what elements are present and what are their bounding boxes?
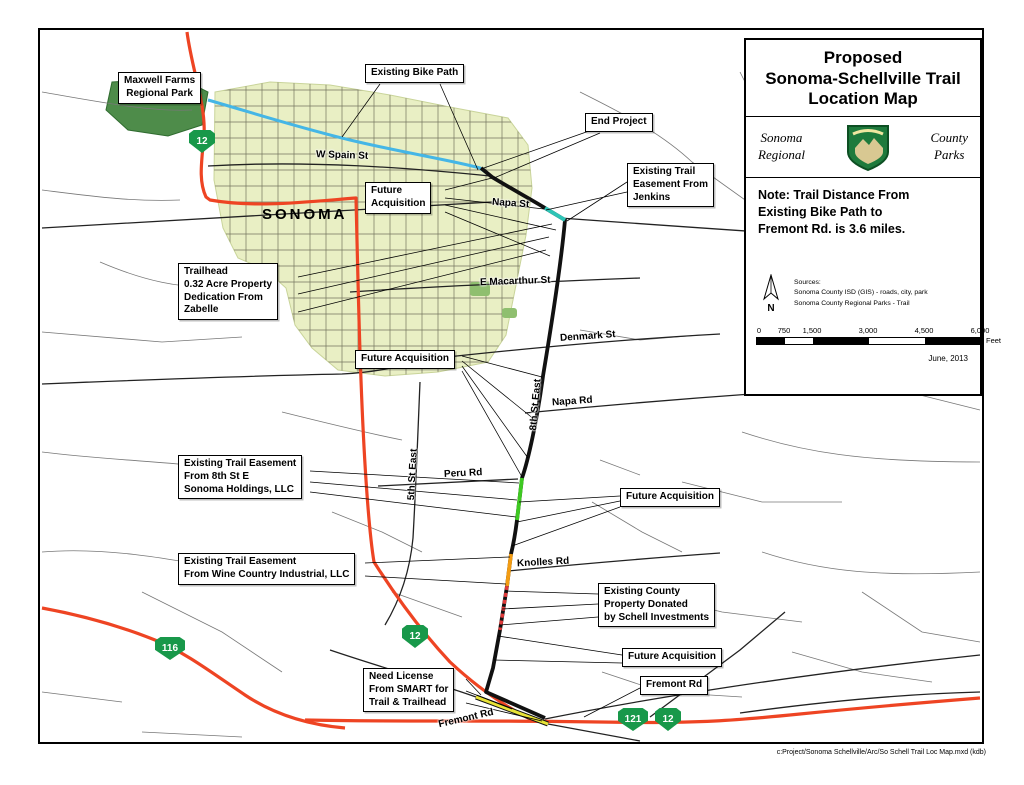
callout-fremont-rd: Fremont Rd <box>640 676 709 695</box>
scale-tick-3: 3,000 <box>858 325 878 335</box>
trail-line <box>479 166 567 720</box>
panel-divider-1 <box>746 116 980 118</box>
city-label-sonoma: SONOMA <box>262 206 348 223</box>
callout-future-acquisition-3: Future Acquisition <box>620 488 720 507</box>
sources-text: Sources: Sonoma County ISD (GIS) - roads… <box>794 278 928 307</box>
scale-tick-2: 1,500 <box>802 325 822 335</box>
callout-8th-st-easement: Existing Trail Easement From 8th St E So… <box>178 455 303 500</box>
distance-note: Note: Trail Distance From Existing Bike … <box>758 188 910 236</box>
sources-row: N Sources: Sonoma County ISD (GIS) - roa… <box>746 244 980 316</box>
north-arrow: N <box>760 273 782 314</box>
highway-shield-12-north: 12 <box>189 130 215 153</box>
organization-row: Sonoma Regional County Parks <box>746 117 980 177</box>
scale-bar-segments <box>756 336 982 345</box>
callout-jenkins-easement: Existing Trail Easement From Jenkins <box>627 163 715 208</box>
north-label: N <box>767 302 775 314</box>
highway-12-line <box>185 31 533 722</box>
highway-116-line <box>41 606 346 730</box>
callout-existing-bike-path: Existing Bike Path <box>365 64 465 83</box>
callout-schell-property: Existing County Property Donated by Sche… <box>598 583 716 628</box>
highway-shield-12-south: 12 <box>655 708 681 731</box>
callout-future-acquisition-4: Future Acquisition <box>622 648 722 667</box>
street-label-w-spain-st: W Spain St <box>315 149 369 162</box>
leader-lines <box>297 83 641 722</box>
scale-segment <box>785 337 813 344</box>
north-arrow-icon <box>763 273 779 301</box>
scale-segment <box>925 337 981 344</box>
scale-tick-5: 6,000 <box>970 325 990 335</box>
callout-zabelle-trailhead: Trailhead 0.32 Acre Property Dedication … <box>178 263 279 321</box>
scale-tick-4: 4,500 <box>914 325 934 335</box>
map-frame: W Spain St Napa St E Macarthur St Denmar… <box>38 28 1001 744</box>
org-name-right: County Parks <box>930 130 968 163</box>
callout-future-acquisition-2: Future Acquisition <box>355 350 455 369</box>
scale-bar: 0 750 1,500 3,000 4,500 6,000 Feet <box>756 325 1001 350</box>
panel-divider-2 <box>746 177 980 179</box>
callout-maxwell-farms: Maxwell Farms Regional Park <box>118 72 202 104</box>
jenkins-easement-segment <box>544 206 566 222</box>
callout-future-acquisition-1: Future Acquisition <box>365 182 432 214</box>
bike-path-line <box>207 98 493 179</box>
scale-unit: Feet <box>986 335 1002 345</box>
callout-end-project: End Project <box>585 113 653 132</box>
wine-country-segment <box>505 553 513 587</box>
map-date: June, 2013 <box>928 353 968 363</box>
scale-segment <box>757 337 785 344</box>
holdings-easement-segment <box>515 477 524 521</box>
legend-panel: Proposed Sonoma-Schellville Trail Locati… <box>744 38 1001 396</box>
scale-tick-1: 750 <box>777 325 791 335</box>
street-label-peru-rd: Peru Rd <box>443 467 483 480</box>
callout-smart-license: Need License From SMART for Trail & Trai… <box>363 668 455 713</box>
highway-shield-121: 121 <box>618 708 648 731</box>
sonoma-county-parks-logo <box>845 122 891 172</box>
scale-segment <box>869 337 925 344</box>
file-path-footer: c:Project/Sonoma Schellville/Arc/So Sche… <box>776 749 986 756</box>
map-canvas <box>41 31 981 742</box>
org-name-left: Sonoma Regional <box>758 130 805 163</box>
callout-wine-country-easement: Existing Trail Easement From Wine Countr… <box>178 553 356 585</box>
scale-tick-0: 0 <box>756 325 762 335</box>
scale-segment <box>813 337 869 344</box>
map-title: Proposed Sonoma-Schellville Trail Locati… <box>765 48 961 109</box>
fremont-road-line <box>304 696 981 725</box>
schell-segment <box>498 585 509 631</box>
highway-shield-116: 116 <box>155 637 185 660</box>
parks-logo-shield <box>846 125 889 172</box>
highway-shield-12-mid: 12 <box>402 625 428 648</box>
